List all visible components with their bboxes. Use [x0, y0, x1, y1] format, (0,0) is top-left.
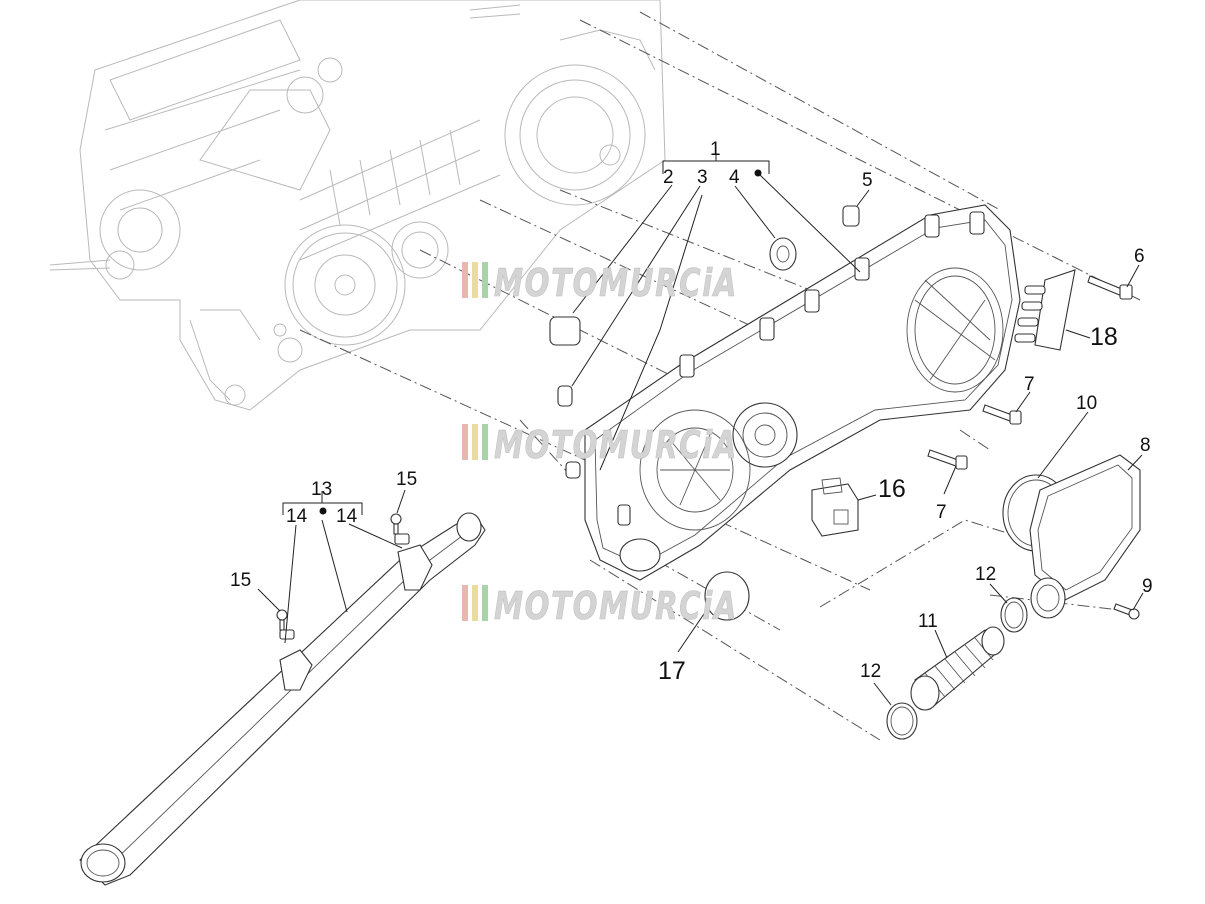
bracket-part-14-left — [279, 649, 313, 691]
engine-assembly-background — [49, 0, 666, 411]
callout-10: 10 — [1076, 393, 1097, 414]
callout-15-lower: 15 — [230, 570, 251, 591]
watermark-text: MOTOMURCiA — [494, 423, 738, 467]
callout-6: 6 — [1134, 246, 1145, 267]
watermark-1: MOTOMURCiA — [462, 261, 738, 305]
watermark-2: MOTOMURCiA — [462, 423, 738, 467]
watermark-text: MOTOMURCiA — [494, 261, 738, 305]
screw-part-7-lower — [927, 449, 968, 470]
watermark-3: MOTOMURCiA — [462, 584, 738, 628]
filter-cover-part-8 — [1029, 454, 1141, 619]
dowel-part-5 — [842, 205, 860, 227]
bracket-part-14-right — [397, 544, 433, 591]
callout-7-upper: 7 — [1024, 374, 1035, 395]
parts-hardware — [79, 205, 1141, 886]
bush-part-2 — [549, 316, 581, 346]
screw-part-7-upper — [982, 404, 1022, 425]
callout-3: 3 — [697, 167, 708, 188]
screw-part-15-lower — [276, 609, 295, 640]
callout-17: 17 — [658, 657, 686, 685]
hose-part-11 — [910, 626, 1005, 711]
dowel-part-3 — [557, 385, 581, 479]
leader-lines — [257, 148, 1144, 706]
callout-13: 13 — [311, 479, 332, 500]
callout-14-right: 14 — [336, 506, 358, 527]
callout-12-upper: 12 — [975, 564, 996, 585]
callout-labels: 1 2 3 4 5 6 7 7 8 9 10 11 12 12 13 14 14… — [230, 139, 1153, 685]
callout-5: 5 — [862, 170, 873, 191]
callout-18: 18 — [1090, 323, 1118, 351]
included-marker-dot — [754, 169, 762, 177]
callout-11: 11 — [918, 611, 938, 632]
callout-16: 16 — [878, 475, 906, 503]
block-part-16 — [811, 477, 859, 537]
duct-part-13 — [79, 512, 486, 886]
screw-part-6 — [1087, 275, 1133, 300]
callout-4: 4 — [729, 167, 740, 188]
callout-15-upper: 15 — [396, 469, 417, 490]
screw-part-9 — [1113, 603, 1140, 620]
transmission-cover — [584, 204, 1021, 581]
callout-1: 1 — [710, 139, 721, 160]
watermark-text: MOTOMURCiA — [494, 584, 738, 628]
clamp-part-12-lower — [886, 702, 918, 740]
callout-7-lower: 7 — [936, 502, 947, 523]
callout-14-left: 14 — [286, 506, 308, 527]
clamp-part-12-upper — [1000, 597, 1028, 633]
callout-2: 2 — [663, 167, 674, 188]
clips-part-18 — [1014, 269, 1076, 351]
callout-9: 9 — [1142, 576, 1153, 597]
bearing-part-4 — [769, 237, 797, 271]
included-marker-dot — [319, 507, 327, 515]
screw-part-15-upper — [390, 513, 410, 545]
callout-12-lower: 12 — [860, 661, 881, 682]
cap-part-17 — [704, 571, 750, 621]
callout-8: 8 — [1140, 435, 1151, 456]
